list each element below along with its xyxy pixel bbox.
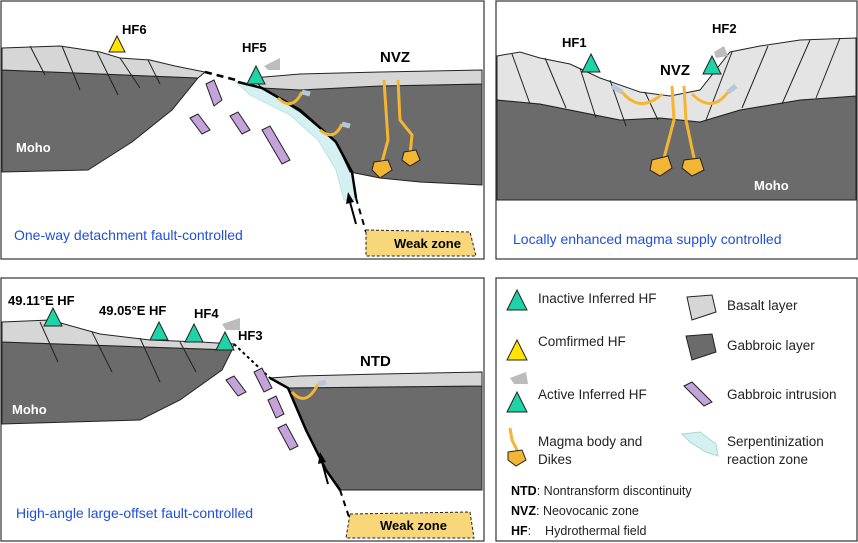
legend-label: Active Inferred HF: [538, 387, 647, 402]
active-hf-triangle-icon: [246, 64, 266, 85]
gabbroic-intrusions: [189, 79, 291, 165]
hf4-label: HF4: [194, 306, 219, 321]
minor-faults-left: [29, 45, 161, 96]
magma-bodies: [290, 379, 327, 400]
high-angle-fault: [269, 376, 342, 491]
hf5-label: HF5: [242, 40, 267, 55]
nvz-label: NVZ: [660, 62, 690, 79]
weak-zone: [345, 511, 475, 539]
legend-label: Serpentinization: [727, 434, 824, 449]
moho-label: Moho: [754, 178, 789, 193]
panel-c-caption: High-angle large-offset fault-controlled: [16, 505, 253, 521]
moho-label: Moho: [16, 140, 51, 155]
magma-body-icon: [507, 449, 527, 467]
inactive-hf-triangle-icon: [149, 320, 169, 341]
magma-bodies: [610, 83, 738, 177]
weak-zone-label: Weak zone: [380, 518, 447, 533]
legend-label: reaction zone: [727, 452, 808, 467]
legend-frame: [495, 277, 858, 542]
hf1-label: HF1: [562, 35, 587, 50]
legend-label: Gabbroic layer: [727, 338, 815, 353]
abbreviation-nvz: NVZ: Neovocanic zone: [511, 504, 639, 518]
inactive-hf-triangle-icon: [581, 52, 601, 73]
panel-b-caption: Locally enhanced magma supply controlled: [513, 231, 782, 247]
legend-label: Dikes: [538, 452, 572, 467]
inactive-hf-triangle-icon: [184, 322, 204, 343]
basalt-layer-left: [1, 45, 207, 79]
hydrothermal-circulation: [276, 89, 351, 137]
active-hf-triangle-icon: [215, 330, 235, 351]
panel-c: Weak zone 49.11°E HF 49.05°E HF HF4 HF3 …: [0, 277, 485, 542]
basalt-layer-right: [250, 69, 483, 91]
hf-4905-label: 49.05°E HF: [99, 303, 166, 318]
detachment-fault-dashed: [204, 70, 237, 82]
legend-label: Magma body and: [538, 434, 642, 449]
plume-icon: [714, 46, 728, 58]
weak-zone: [365, 229, 477, 257]
uplift-arrow: [318, 452, 329, 485]
weak-zone-label: Weak zone: [394, 236, 461, 251]
legend-label: Comfirmed HF: [538, 334, 626, 349]
legend-label: Gabbroic intrusion: [727, 387, 837, 402]
hf-4911-label: 49.11°E HF: [8, 293, 75, 308]
magma-dike-icon: [508, 427, 520, 453]
abbreviation-ntd: NTD: Nontransform discontinuity: [511, 484, 692, 498]
serpentinization-icon: [680, 431, 719, 457]
plume-icon: [264, 58, 280, 70]
hf6-label: HF6: [122, 22, 147, 37]
fault-root-dashed: [339, 489, 351, 521]
basalt-polygon-icon: [686, 294, 717, 321]
panel-a-caption: One-way detachment fault-controlled: [14, 227, 243, 243]
plume-icon: [510, 372, 528, 384]
magma-bodies: [371, 79, 421, 179]
yellow-triangle-icon: [506, 338, 528, 361]
inactive-hf-triangle-icon: [43, 306, 63, 327]
gabbro-polygon-icon: [685, 333, 717, 361]
active-hf-icon: [506, 390, 528, 413]
panel-b: HF1 HF2 NVZ Moho Locally enhanced magma …: [495, 0, 858, 260]
plume-icon: [222, 318, 240, 330]
abbreviation-hf: HF: Hydrothermal field: [511, 524, 647, 538]
confirmed-hf-triangle-icon: [108, 34, 126, 53]
hf3-label: HF3: [238, 328, 263, 343]
detachment-fault: [237, 80, 358, 199]
minor-faults-left: [39, 321, 197, 383]
fault-top-dotted: [233, 343, 271, 379]
intrusion-icon: [683, 381, 713, 407]
legend-label: Inactive Inferred HF: [538, 291, 657, 306]
hf2-label: HF2: [712, 21, 737, 36]
gabbroic-intrusions: [225, 367, 299, 451]
panel-a: Weak zone HF6 HF5 NVZ Moho One-way detac…: [0, 0, 485, 260]
nvz-label: NVZ: [380, 49, 410, 66]
uplift-arrow: [346, 192, 357, 225]
ntd-label: NTD: [360, 353, 391, 370]
legend-label: Basalt layer: [727, 298, 798, 313]
active-hf-triangle-icon: [702, 54, 722, 75]
fault-root-dashed: [355, 197, 367, 233]
legend: Inactive Inferred HF Basalt layer Comfir…: [495, 277, 858, 542]
teal-triangle-icon: [506, 288, 528, 311]
moho-label: Moho: [12, 402, 47, 417]
